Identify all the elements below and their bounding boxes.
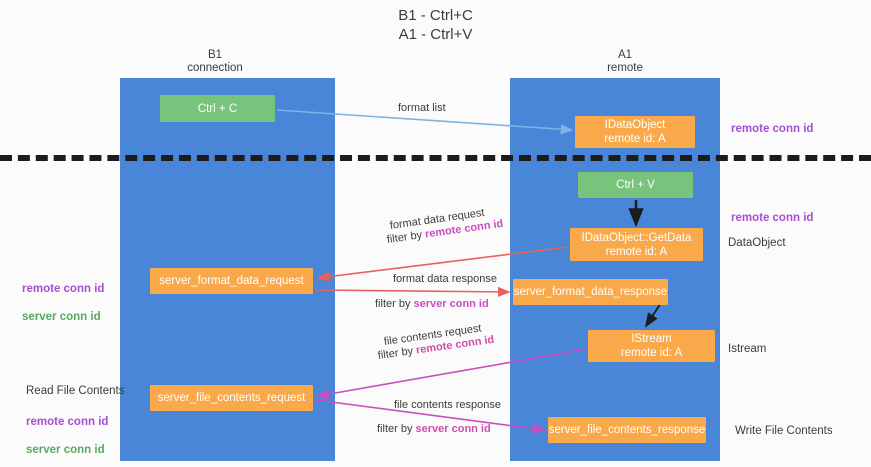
node-server-format-data-response[interactable]: server_format_data_response [513,279,668,305]
node-ctrl-c[interactable]: Ctrl + C [160,95,275,122]
node-idataobject-getdata[interactable]: IDataObject::GetData remote id: A [570,228,703,261]
annotation-server-conn-id-left-lower: server conn id [26,444,105,456]
filter-prefix-3: filter by [377,344,417,362]
column-header-b1: B1 connection [187,49,243,74]
node-server-format-data-request[interactable]: server_format_data_request [150,268,313,294]
node-ctrl-v[interactable]: Ctrl + V [578,172,693,198]
edge-label-format-list: format list [398,102,446,114]
page-title: B1 - Ctrl+C A1 - Ctrl+V [398,7,473,43]
node-istream[interactable]: IStream remote id: A [588,330,715,362]
edge-label-file-contents-response: file contents response [394,399,502,411]
edge-label-format-data-response-filter: filter by server conn id [375,297,489,312]
node-idataobject[interactable]: IDataObject remote id: A [575,116,695,148]
annotation-left-conn-ids-upper: remote conn id server conn id [22,268,104,338]
filter-value-server-conn-id-1: server conn id [413,298,489,310]
annotation-left-conn-ids-lower: remote conn id server conn id [26,401,108,467]
filter-prefix-1: filter by [386,228,426,246]
annotation-remote-conn-id-mid: remote conn id [731,212,814,224]
annotation-remote-conn-id-top: remote conn id [731,123,814,135]
annotation-write-file-contents: Write File Contents [735,425,833,437]
annotation-remote-conn-id-left-upper: remote conn id [22,283,105,295]
filter-prefix-4: filter by [377,423,416,435]
annotation-dataobject: DataObject [728,237,786,249]
filter-value-server-conn-id-2: server conn id [415,423,491,435]
annotation-read-file-contents: Read File Contents [26,385,125,397]
edge-label-format-data-response: format data response [393,273,497,285]
node-server-file-contents-response[interactable]: server_file_contents_response [548,417,706,443]
annotation-server-conn-id-left-upper: server conn id [22,311,101,323]
annotation-istream: Istream [728,343,767,355]
annotation-remote-conn-id-left-lower: remote conn id [26,416,109,428]
edge-label-file-contents-response-filter: filter by server conn id [377,422,491,437]
node-server-file-contents-request[interactable]: server_file_contents_request [150,385,313,411]
section-divider [0,155,871,161]
filter-prefix-2: filter by [375,298,414,310]
column-header-a1: A1 remote [607,49,643,74]
